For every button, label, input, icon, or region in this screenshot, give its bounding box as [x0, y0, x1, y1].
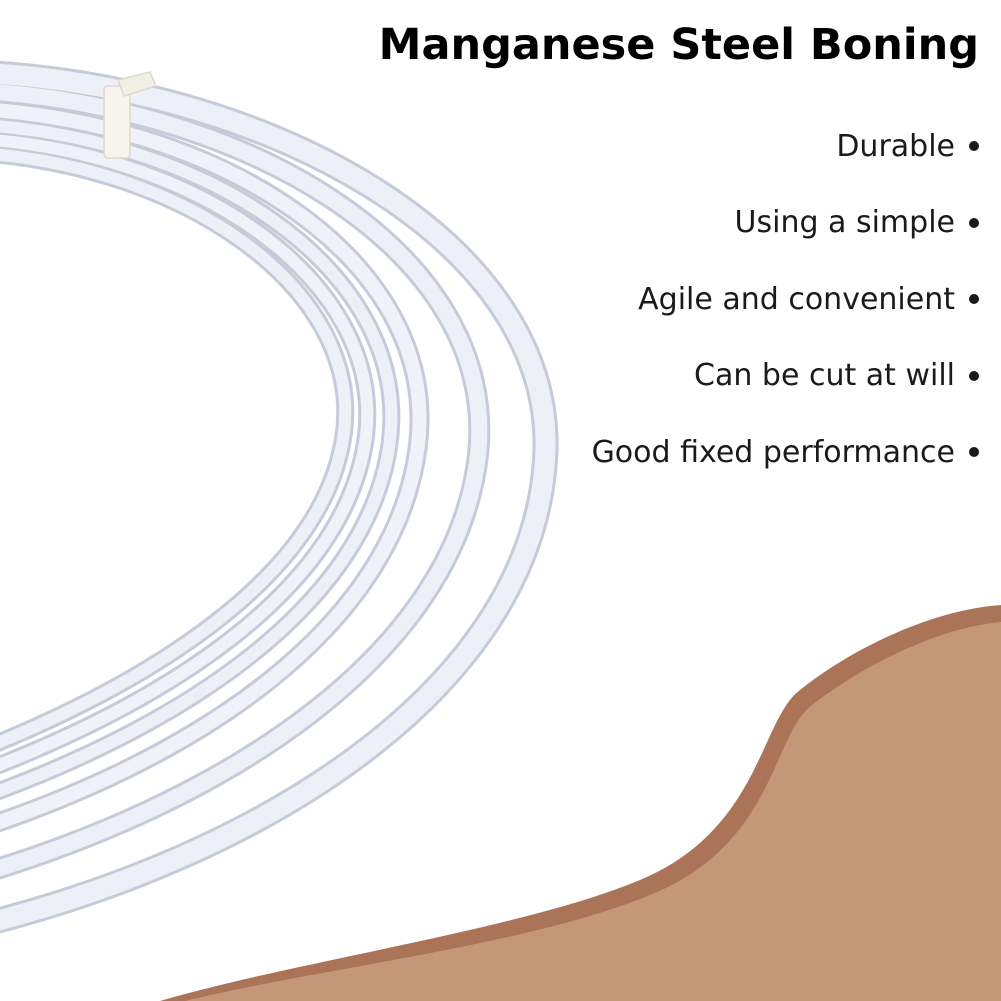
feature-item: Durable [592, 108, 979, 185]
feature-item: Agile and convenient [592, 261, 979, 338]
feature-label: Can be cut at will [694, 358, 955, 394]
bullet-dot-icon [969, 141, 979, 152]
feature-label: Good fixed performance [591, 434, 955, 470]
bullet-dot-icon [969, 294, 979, 305]
boning-coil [0, 61, 559, 934]
bullet-dot-icon [969, 370, 979, 381]
feature-item: Using a simple [592, 185, 979, 262]
accent-wave-fill [185, 622, 1001, 1001]
feature-list: Durable Using a simple Agile and conveni… [592, 108, 979, 491]
product-title: Manganese Steel Boning [378, 20, 979, 70]
feature-item: Can be cut at will [592, 338, 979, 415]
bullet-dot-icon [969, 447, 979, 458]
feature-item: Good fixed performance [592, 414, 979, 491]
bullet-dot-icon [969, 217, 979, 228]
feature-label: Agile and convenient [638, 281, 955, 317]
feature-label: Durable [836, 128, 955, 164]
feature-label: Using a simple [734, 205, 955, 241]
cable-tie-icon [103, 71, 158, 159]
